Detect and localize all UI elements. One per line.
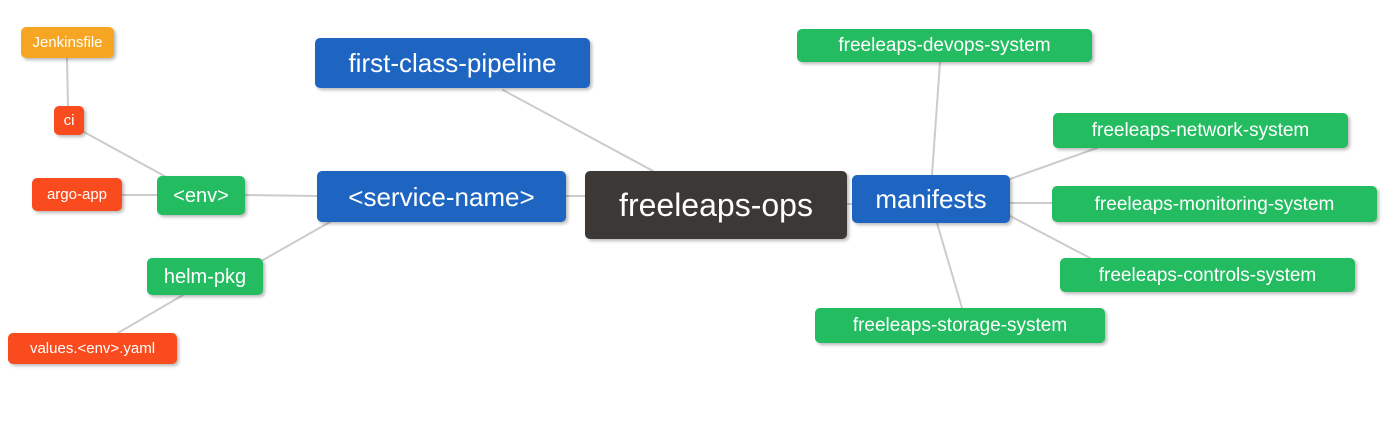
node-label: freeleaps-devops-system: [838, 35, 1051, 56]
mindmap-node-ci[interactable]: ci: [54, 106, 84, 135]
edge-ci-env: [83, 131, 169, 179]
node-label: values.<env>.yaml: [29, 340, 156, 357]
edge-manifests-network-system: [1009, 147, 1098, 180]
edge-env-service-name: [244, 194, 318, 197]
edge-manifests-storage-system: [936, 222, 963, 309]
node-label: freeleaps-storage-system: [852, 315, 1068, 336]
mindmap-node-freeleaps-ops[interactable]: freeleaps-ops: [585, 171, 847, 239]
node-label: freeleaps-monitoring-system: [1094, 193, 1335, 215]
mindmap-node-manifests[interactable]: manifests: [852, 175, 1010, 223]
node-label: freeleaps-ops: [619, 187, 813, 223]
edge-values-env-yaml-helm-pkg: [117, 294, 184, 334]
node-label: helm-pkg: [163, 265, 247, 288]
mindmap-node-argo-app[interactable]: argo-app: [32, 178, 122, 211]
mindmap-node-monitoring-system[interactable]: freeleaps-monitoring-system: [1052, 186, 1377, 222]
edge-helm-pkg-service-name: [262, 221, 331, 261]
mindmap-node-storage-system[interactable]: freeleaps-storage-system: [815, 308, 1105, 343]
node-label: <env>: [173, 184, 229, 207]
mindmap-node-service-name[interactable]: <service-name>: [317, 171, 566, 222]
edge-devops-system-manifests: [931, 61, 941, 176]
mindmap-node-devops-system[interactable]: freeleaps-devops-system: [797, 29, 1092, 62]
edge-manifests-controls-system: [1009, 215, 1091, 259]
node-label: manifests: [875, 184, 987, 214]
mindmap-node-env[interactable]: <env>: [157, 176, 245, 215]
edge-jenkinsfile-ci: [66, 57, 69, 107]
node-label: <service-name>: [348, 181, 535, 212]
mindmap-node-helm-pkg[interactable]: helm-pkg: [147, 258, 263, 295]
mindmap-node-network-system[interactable]: freeleaps-network-system: [1053, 113, 1348, 148]
mindmap-node-jenkinsfile[interactable]: Jenkinsfile: [21, 27, 114, 58]
node-label: freeleaps-network-system: [1091, 120, 1310, 141]
mindmap-node-first-class-pipeline[interactable]: first-class-pipeline: [315, 38, 590, 88]
mindmap-node-values-env-yaml[interactable]: values.<env>.yaml: [8, 333, 177, 364]
edge-first-class-pipeline-freeleaps-ops: [502, 89, 654, 172]
node-label: first-class-pipeline: [348, 48, 557, 78]
node-label: ci: [63, 112, 75, 129]
node-label: argo-app: [46, 186, 108, 203]
node-label: freeleaps-controls-system: [1098, 264, 1317, 286]
mindmap-node-controls-system[interactable]: freeleaps-controls-system: [1060, 258, 1355, 292]
node-label: Jenkinsfile: [32, 34, 103, 51]
